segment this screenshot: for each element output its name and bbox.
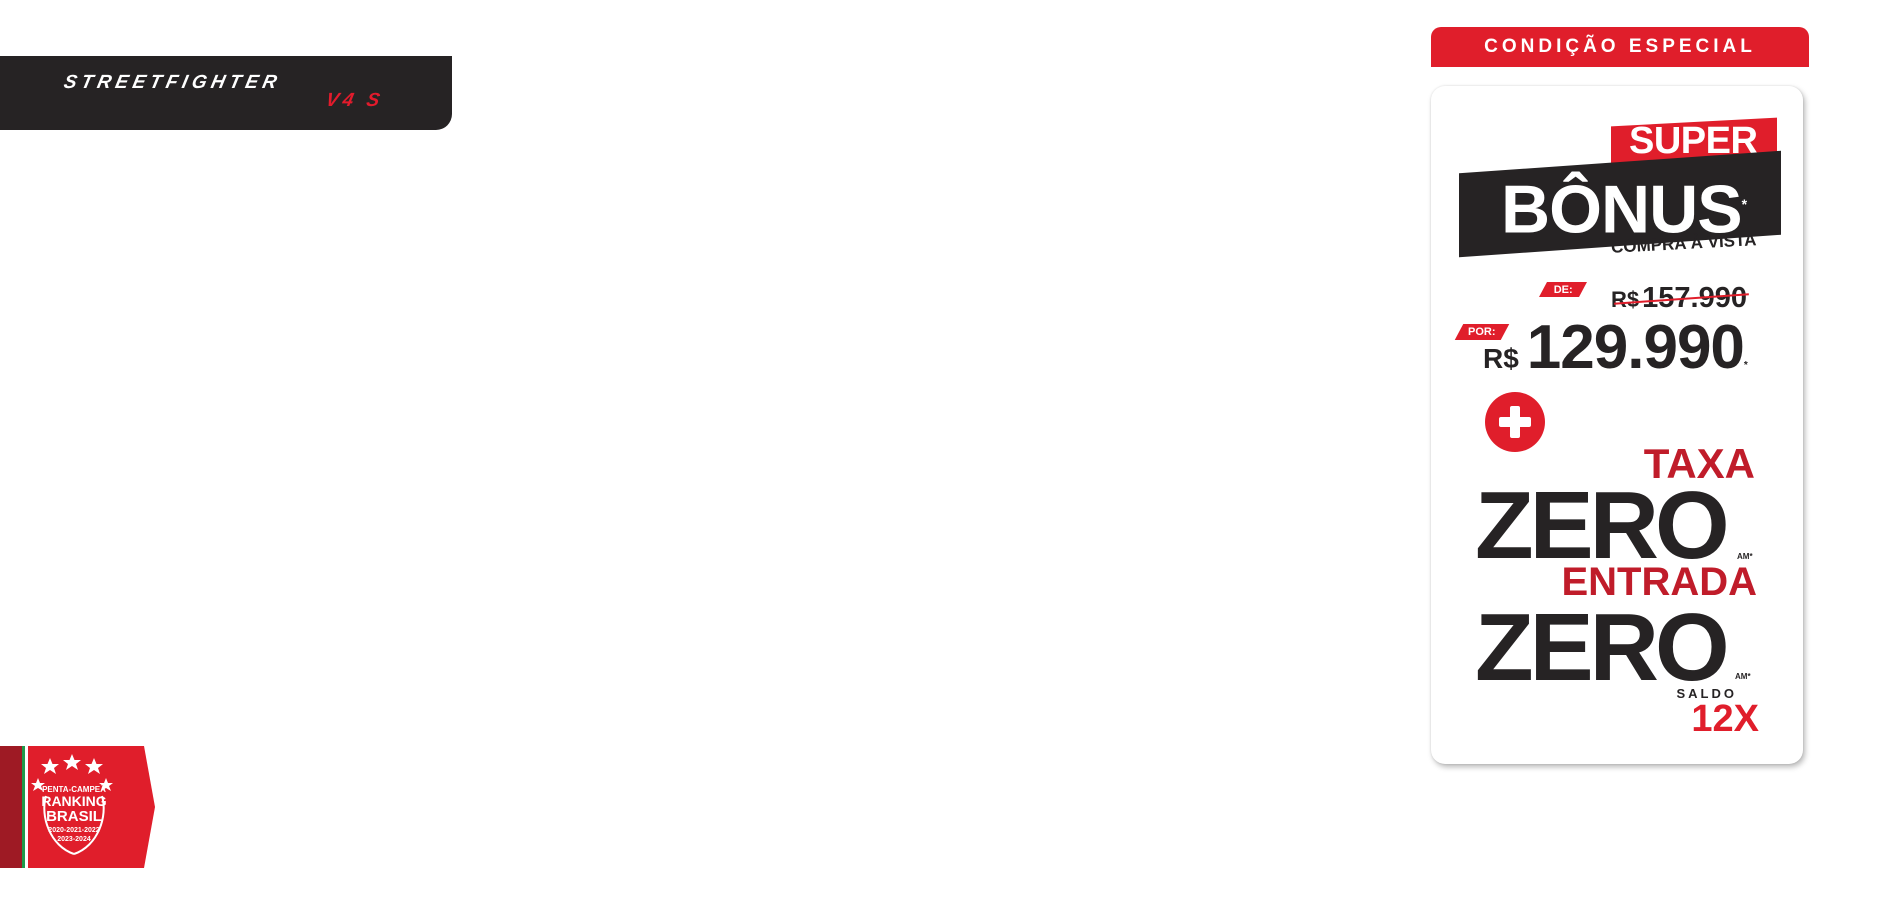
entrada-am-note: AM*	[1735, 672, 1751, 681]
laurel-wreath-icon	[43, 795, 105, 855]
installments-value: 12X	[1691, 698, 1759, 740]
award-line-2: RANKING	[41, 793, 106, 809]
taxa-am-note: AM*	[1737, 552, 1753, 561]
plus-icon	[1485, 392, 1545, 452]
award-line-1: PENTA-CAMPEÃ	[42, 785, 106, 794]
entrada-label: ENTRADA	[1561, 560, 1757, 604]
ranking-award-badge: PENTA-CAMPEÃ RANKING BRASIL 2020-2021-20…	[0, 746, 155, 868]
new-price-value: 129.990	[1526, 313, 1745, 382]
award-years-2: 2023-2024	[57, 836, 91, 843]
new-price-currency: R$	[1483, 343, 1519, 374]
de-tag: DE:	[1539, 282, 1587, 297]
bonus-asterisk: *	[1741, 196, 1748, 212]
new-price: R$ 129.990 *	[1483, 312, 1748, 383]
model-logo-version: V4 S	[323, 90, 386, 111]
old-price: R$ 157.990	[1611, 282, 1747, 315]
old-price-value: 157.990	[1642, 282, 1747, 314]
bonus-label: BÔNUS*	[1501, 171, 1748, 248]
entrada-zero: ZERO	[1475, 594, 1730, 701]
award-line-3: BRASIL	[46, 808, 102, 825]
special-condition-tab: CONDIÇÃO ESPECIAL	[1431, 27, 1809, 67]
model-logo-name: STREETFIGHTER	[61, 72, 284, 93]
saldo-label: SALDO	[1676, 686, 1737, 701]
award-years-1: 2020-2021-2022	[48, 827, 99, 834]
taxa-zero: ZERO	[1475, 472, 1730, 579]
award-stars	[31, 754, 113, 791]
promo-card[interactable]: SUPER BÔNUS* COMPRA À VISTA DE: R$ 157.9…	[1431, 86, 1803, 764]
taxa-label: TAXA	[1643, 440, 1755, 487]
model-logo[interactable]: STREETFIGHTER V4 S	[0, 56, 452, 130]
old-price-currency: R$	[1611, 287, 1640, 312]
price-asterisk: *	[1743, 360, 1748, 371]
special-condition-label: CONDIÇÃO ESPECIAL	[1484, 36, 1756, 57]
